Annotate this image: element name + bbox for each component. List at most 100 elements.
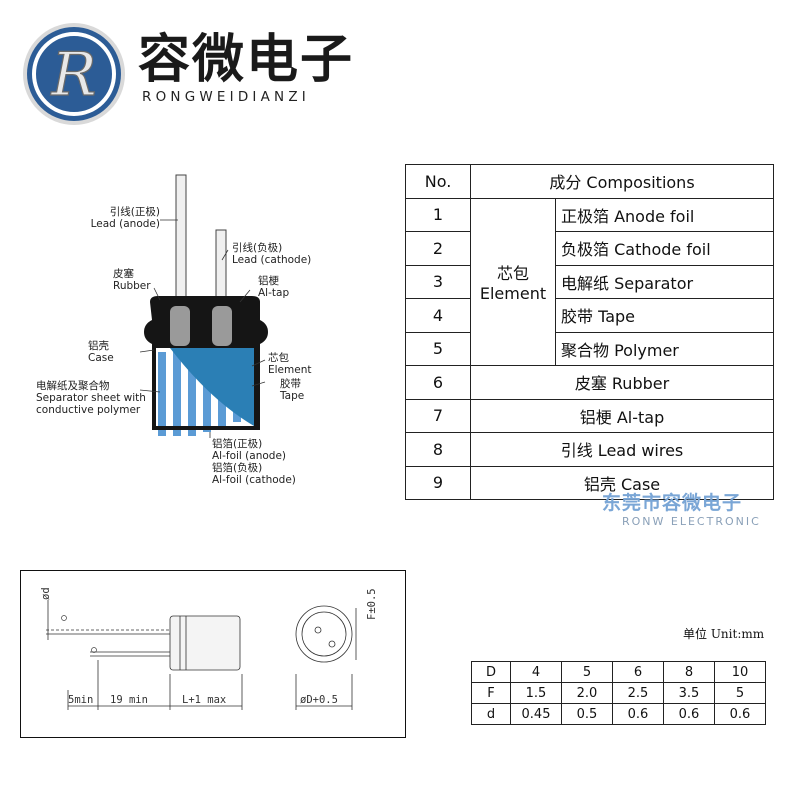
label-lead-cathode: 引线(负极) Lead (cathode): [232, 242, 311, 266]
table-row: F 1.5 2.0 2.5 3.5 5: [471, 682, 766, 704]
label-lead-cathode-en: Lead (cathode): [232, 254, 312, 266]
unit-label: 单位 Unit:mm: [683, 627, 765, 641]
table-cell: 1.5: [510, 682, 562, 704]
element-group-cell: 芯包 Element: [470, 197, 556, 366]
label-altap-cn: 铝梗: [258, 275, 279, 287]
table-row: 7 铝梗 Al-tap: [405, 398, 774, 433]
company-logo: R: [23, 23, 125, 125]
row-label: D: [471, 661, 511, 683]
row-text: 皮塞 Rubber: [470, 365, 774, 400]
brand-name-en: RONGWEIDIANZI: [142, 89, 310, 105]
label-tape-cn: 胶带: [280, 378, 301, 390]
table-row: 8 引线 Lead wires: [405, 432, 774, 467]
table-row: 6 皮塞 Rubber: [405, 365, 774, 400]
row-text: 电解纸 Separator: [555, 264, 774, 299]
dim-lead-spacing: F±0.5: [366, 588, 378, 620]
composition-table: No. 成分 Compositions 1 芯包 Element 正极箔 Ano…: [405, 164, 774, 500]
table-row: D 4 5 6 8 10: [471, 661, 766, 683]
row-label: d: [471, 703, 511, 725]
label-tape: 胶带 Tape: [280, 378, 304, 402]
table-row: 4 胶带 Tape: [405, 298, 774, 333]
dim-lead-diameter: ød: [40, 587, 52, 600]
row-text: 正极箔 Anode foil: [555, 197, 774, 232]
row-label: F: [471, 682, 511, 704]
label-alfoil-cathode-cn: 铝箔(负极): [212, 462, 263, 474]
label-lead-cathode-cn: 引线(负极): [232, 242, 283, 254]
table-cell: 5: [714, 682, 766, 704]
table-cell: 4: [510, 661, 562, 683]
table-row: No. 成分 Compositions: [405, 164, 774, 199]
dim-5min: 5min: [68, 694, 94, 706]
table-cell: 0.6: [663, 703, 715, 725]
logo-letter: R: [50, 40, 96, 110]
dim-body-diameter: øD+0.5: [300, 694, 338, 706]
row-no: 9: [405, 465, 471, 500]
label-rubber-cn: 皮塞: [113, 268, 134, 280]
table-cell: 2.5: [612, 682, 664, 704]
row-no: 1: [405, 197, 471, 232]
row-text: 铝壳 Case: [470, 465, 774, 500]
row-text: 铝梗 Al-tap: [470, 398, 774, 433]
label-element-cn: 芯包: [268, 352, 289, 364]
label-alfoil-cathode: 铝箔(负极) Al-foil (cathode): [212, 462, 296, 486]
table-cell: 8: [663, 661, 715, 683]
label-element-en: Element: [268, 364, 312, 376]
table-cell: 6: [612, 661, 664, 683]
table-cell: 10: [714, 661, 766, 683]
table-row: 9 铝壳 Case: [405, 465, 774, 500]
table-cell: 0.5: [561, 703, 613, 725]
table-cell: 5: [561, 661, 613, 683]
capacitor-cross-section: [140, 174, 268, 438]
element-group-en: Element: [479, 284, 547, 304]
label-lead-anode-cn: 引线(正极): [109, 206, 160, 218]
row-no: 5: [405, 331, 471, 366]
row-no: 2: [405, 231, 471, 266]
table-cell: 0.45: [510, 703, 562, 725]
row-no: 4: [405, 298, 471, 333]
table-row: 3 电解纸 Separator: [405, 264, 774, 299]
table-row: 1 芯包 Element 正极箔 Anode foil: [405, 197, 774, 366]
watermark-en: RONW ELECTRONIC: [622, 515, 761, 528]
label-separator: 电解纸及聚合物 Separator sheet with conductive …: [36, 380, 146, 416]
dimension-drawing: [46, 600, 357, 710]
label-separator-cn: 电解纸及聚合物: [36, 380, 110, 392]
table-cell: 3.5: [663, 682, 715, 704]
row-no: 3: [405, 264, 471, 299]
table-row: d 0.45 0.5 0.6 0.6 0.6: [471, 703, 766, 725]
label-rubber: 皮塞 Rubber: [113, 268, 151, 292]
label-separator-en2: conductive polymer: [36, 404, 141, 416]
row-text: 胶带 Tape: [555, 298, 774, 333]
table-row: 2 负极箔 Cathode foil: [405, 231, 774, 266]
label-lead-anode-en: Lead (anode): [90, 218, 160, 230]
row-text: 负极箔 Cathode foil: [555, 231, 774, 266]
label-alfoil-anode-cn: 铝箔(正极): [212, 438, 263, 450]
dim-length-max: L+1 max: [182, 694, 227, 706]
label-alfoil-cathode-en: Al-foil (cathode): [212, 474, 296, 486]
label-alfoil-anode: 铝箔(正极) Al-foil (anode): [212, 438, 286, 462]
label-case: 铝壳 Case: [88, 340, 114, 364]
label-alfoil-anode-en: Al-foil (anode): [212, 450, 287, 462]
label-lead-anode: 引线(正极) Lead (anode): [70, 206, 160, 230]
element-group-cn: 芯包: [496, 264, 529, 284]
table-cell: 2.0: [561, 682, 613, 704]
label-altap: 铝梗 Al-tap: [258, 275, 289, 299]
size-table: D 4 5 6 8 10 F 1.5 2.0 2.5 3.5 5 d 0.45 …: [471, 661, 766, 725]
label-tape-en: Tape: [280, 390, 305, 402]
row-no: 7: [405, 398, 471, 433]
label-element: 芯包 Element: [268, 352, 311, 376]
dimension-drawing-frame: [20, 570, 406, 738]
brand-name-cn: 容微电子: [138, 30, 355, 90]
label-rubber-en: Rubber: [113, 280, 151, 292]
label-separator-en1: Separator sheet with: [36, 392, 146, 404]
header-compositions: 成分 Compositions: [470, 164, 774, 199]
row-no: 8: [405, 432, 471, 467]
table-row: 5 聚合物 Polymer: [405, 331, 774, 366]
table-cell: 0.6: [612, 703, 664, 725]
header-no: No.: [405, 164, 471, 199]
label-altap-en: Al-tap: [258, 287, 290, 299]
label-case-en: Case: [88, 352, 114, 364]
table-cell: 0.6: [714, 703, 766, 725]
label-case-cn: 铝壳: [88, 340, 109, 352]
watermark-cn: 东莞市容微电子: [602, 492, 743, 514]
row-text: 引线 Lead wires: [470, 432, 774, 467]
